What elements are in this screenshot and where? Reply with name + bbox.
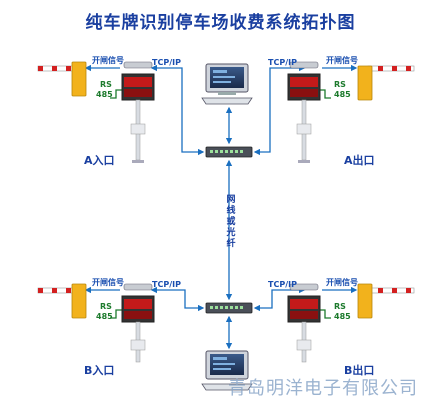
barrier-gate-b-in xyxy=(37,283,87,319)
rs485-links xyxy=(110,89,331,319)
rs-num-label-b-out: 485 xyxy=(334,312,351,321)
company-watermark: 青岛明洋电子有限公司 xyxy=(228,378,418,399)
barrier-gate-a-out xyxy=(357,65,415,101)
tcp-ip-label-b-out: TCP/IP xyxy=(268,280,297,289)
network-cable-label-char: 线 xyxy=(226,206,236,216)
rs-num-label-a-out: 485 xyxy=(334,90,351,99)
open-signal-label-b-out: 开闸信号 xyxy=(326,278,358,287)
plate-camera-b-in xyxy=(121,283,155,363)
barrier-gate-b-out xyxy=(357,283,415,319)
network-cable-label-char: 网 xyxy=(226,195,236,205)
rs-label-b-in: RS xyxy=(100,302,112,311)
rs-num-label-a-in: 485 xyxy=(96,90,113,99)
plate-camera-a-out xyxy=(287,61,321,163)
network-switch-top xyxy=(205,146,253,158)
open-signal-label-a-in: 开闸信号 xyxy=(92,56,124,65)
tcp-ip-label-b-in: TCP/IP xyxy=(152,280,181,289)
plate-camera-b-out xyxy=(287,283,321,363)
gate-label-b-out: B出口 xyxy=(344,364,375,377)
barrier-gate-a-in xyxy=(37,61,87,97)
tcp-ip-label-a-out: TCP/IP xyxy=(268,58,297,67)
network-cable-label-char: 纤 xyxy=(226,239,236,249)
tcp-ip-label-a-in: TCP/IP xyxy=(152,58,181,67)
computer-icon-top xyxy=(201,63,253,105)
network-cable-label-char: 光 xyxy=(226,228,236,238)
rs-label-b-out: RS xyxy=(334,302,346,311)
rs-label-a-out: RS xyxy=(334,80,346,89)
network-links xyxy=(84,64,358,350)
gate-label-a-in: A入口 xyxy=(84,154,115,167)
network-switch-bottom xyxy=(205,302,253,314)
gate-label-a-out: A出口 xyxy=(344,154,375,167)
diagram-title: 纯车牌识别停车场收费系统拓扑图 xyxy=(85,13,356,33)
rs-label-a-in: RS xyxy=(100,80,112,89)
plate-camera-a-in xyxy=(121,61,155,163)
rs-num-label-b-in: 485 xyxy=(96,312,113,321)
computer-icon-bottom xyxy=(201,350,253,391)
open-signal-label-a-out: 开闸信号 xyxy=(326,56,358,65)
network-cable-label-char: 或 xyxy=(226,217,236,227)
open-signal-label-b-in: 开闸信号 xyxy=(92,278,124,287)
gate-label-b-in: B入口 xyxy=(84,364,115,377)
network-cable-label: 网线或光纤 xyxy=(226,195,236,250)
